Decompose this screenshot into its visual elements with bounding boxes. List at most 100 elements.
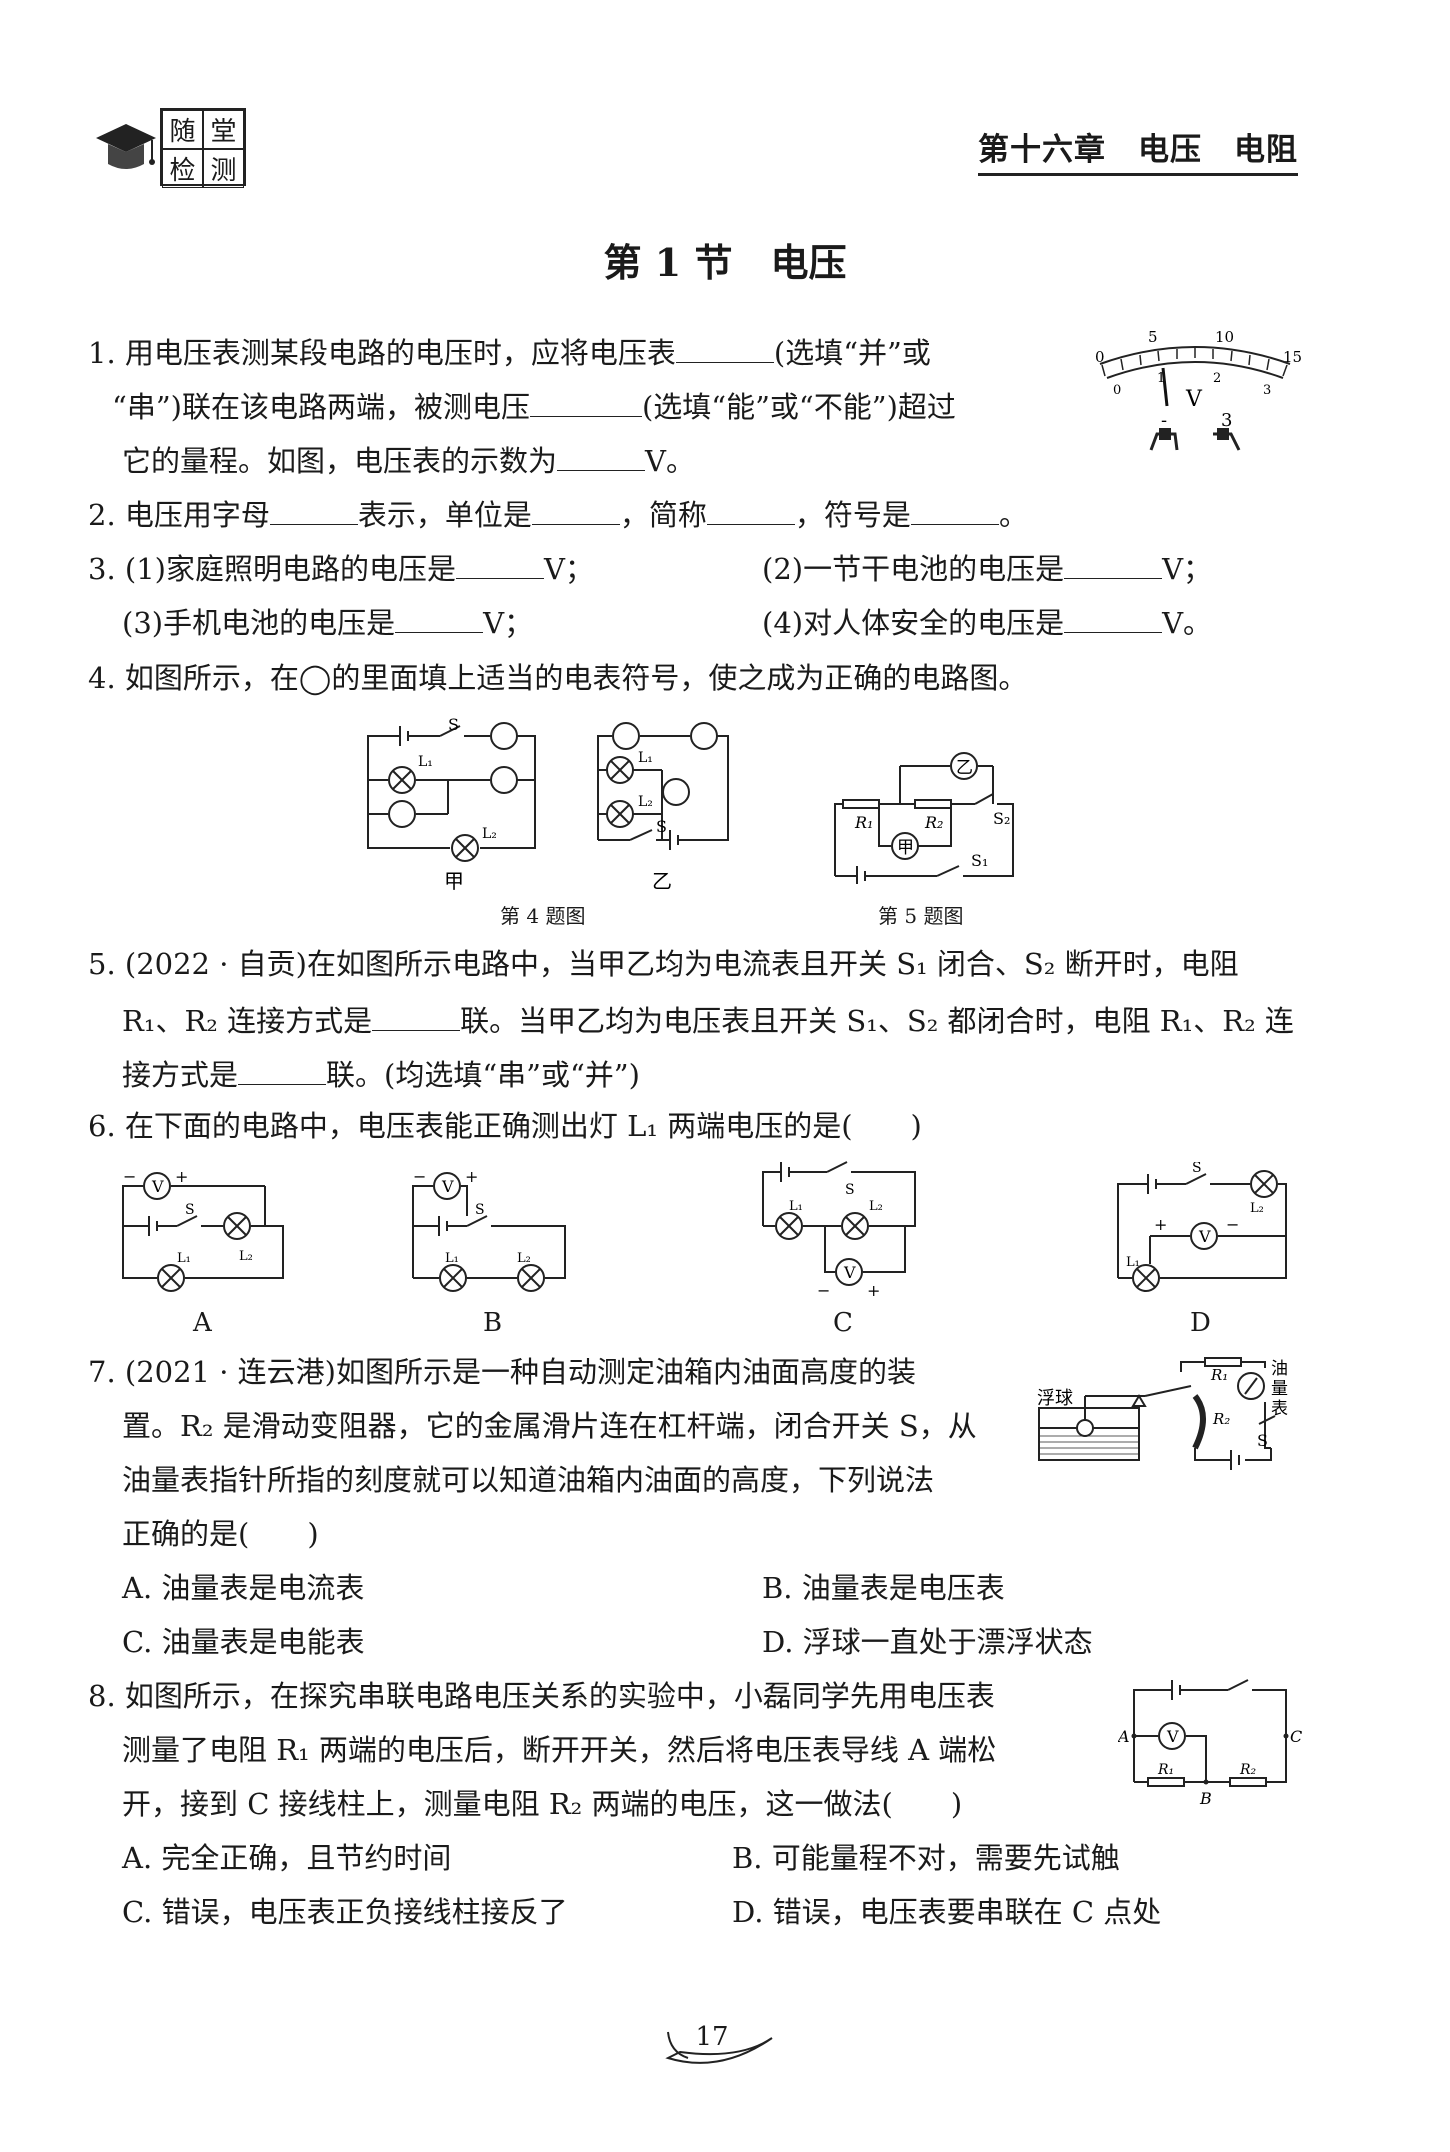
voltmeter-label: V — [1166, 1727, 1179, 1746]
voltmeter-label: V — [1198, 1227, 1211, 1246]
lamp-label: L₁ — [1126, 1255, 1140, 1270]
q2-text: 。 — [998, 498, 1028, 533]
q8-line1: 8. 如图所示，在探究串联电路电压关系的实验中，小磊同学先用电压表 — [88, 1679, 995, 1713]
q1-line2: “串”)联在该电路两端，被测电压(选填“能”或“不能”)超过 — [112, 390, 956, 422]
q8-option-c[interactable]: C. 错误，电压表正负接线柱接反了 — [122, 1895, 568, 1929]
option-label[interactable]: B — [483, 1308, 503, 1338]
q1-text: “串”)联在该电路两端，被测电压 — [112, 390, 530, 425]
terminal-label: + — [175, 1167, 188, 1186]
answer-blank[interactable] — [557, 444, 646, 472]
answer-blank[interactable] — [1064, 552, 1163, 580]
switch-label: S — [475, 1202, 485, 1218]
switch-label: S₂ — [993, 809, 1010, 828]
q5-line1: 5. (2022 · 自贡)在如图所示电路中，当甲乙均为电流表且开关 S₁ 闭合… — [88, 947, 1239, 981]
option-label[interactable]: D — [1190, 1308, 1211, 1338]
q5-line3: 接方式是联。(均选填“串”或“并”) — [122, 1058, 640, 1090]
q1-text: 1. 用电压表测某段电路的电压时，应将电压表 — [88, 336, 676, 371]
voltmeter-label: V — [843, 1263, 856, 1282]
dial-label: 0 — [1095, 348, 1105, 366]
page-number-badge: 17 — [660, 2018, 790, 2068]
q8-option-b[interactable]: B. 可能量程不对，需要先试触 — [732, 1841, 1120, 1875]
figure-label: 甲 — [444, 869, 464, 893]
figure-caption: 第 5 题图 — [878, 904, 964, 928]
terminal-label: + — [465, 1167, 478, 1186]
dial-label: 0 — [1113, 383, 1121, 398]
q3-text: V； — [483, 606, 534, 641]
q2-text: 表示，单位是 — [357, 498, 532, 533]
dial-label: 10 — [1215, 328, 1234, 346]
answer-blank[interactable] — [706, 498, 795, 526]
switch-label: S — [1192, 1162, 1202, 1176]
switch-label: S — [845, 1182, 855, 1198]
terminal-label: − — [123, 1167, 136, 1186]
terminal-label: 3 — [1221, 410, 1232, 431]
column-logo: 随 堂 检 测 — [92, 108, 246, 188]
terminal-label: + — [1154, 1215, 1167, 1234]
q6-circuit-c: V − + S L₁ L₂ — [762, 1161, 916, 1300]
answer-blank[interactable] — [910, 498, 999, 526]
q7-option-d[interactable]: D. 浮球一直处于漂浮状态 — [762, 1625, 1093, 1659]
q7-option-b[interactable]: B. 油量表是电压表 — [762, 1571, 1005, 1605]
q2-text: ，简称 — [619, 498, 707, 533]
q8-option-d[interactable]: D. 错误，电压表要串联在 C 点处 — [732, 1895, 1162, 1929]
switch-label: S — [1257, 1431, 1268, 1450]
q8-line2: 测量了电阻 R₁ 两端的电压后，断开开关，然后将电压表导线 A 端松 — [122, 1733, 997, 1767]
switch-label: S₁ — [971, 851, 988, 870]
q8-option-a[interactable]: A. 完全正确，且节约时间 — [122, 1841, 452, 1875]
answer-blank[interactable] — [238, 1058, 327, 1086]
terminal-label: A — [1118, 1727, 1130, 1746]
resistor-label: R₁ — [854, 813, 873, 832]
voltmeter-label: V — [441, 1177, 454, 1196]
meter-label: 乙 — [956, 758, 973, 778]
q1-text: (选填“并”或 — [773, 336, 931, 371]
lamp-label: L₁ — [418, 754, 433, 770]
terminal-label: − — [413, 1167, 426, 1186]
terminal-label: − — [1226, 1215, 1239, 1234]
page-number: 17 — [695, 2022, 729, 2052]
gauge-label: 量 — [1271, 1379, 1288, 1399]
q7-option-c[interactable]: C. 油量表是电能表 — [122, 1625, 365, 1659]
voltmeter-label: V — [151, 1177, 164, 1196]
answer-blank[interactable] — [675, 336, 774, 364]
answer-blank[interactable] — [269, 498, 358, 526]
switch-label: S — [185, 1202, 195, 1218]
float-label: 浮球 — [1037, 1388, 1073, 1409]
logo-cell: 随 — [162, 110, 203, 149]
switch-label: S — [448, 716, 459, 734]
q7-option-a[interactable]: A. 油量表是电流表 — [122, 1571, 365, 1605]
logo-cell: 堂 — [203, 110, 244, 149]
q6-circuit-a: V − + S L₁ L₂ — [122, 1167, 284, 1292]
graduation-cap-icon — [96, 124, 156, 169]
answer-blank[interactable] — [372, 1004, 461, 1032]
dial-label: 1 — [1157, 371, 1165, 386]
answer-blank[interactable] — [395, 606, 484, 634]
q5-line2: R₁、R₂ 连接方式是联。当甲乙均为电压表且开关 S₁、S₂ 都闭合时，电阻 R… — [122, 1004, 1294, 1036]
answer-blank[interactable] — [455, 552, 544, 580]
switch-label: S — [656, 817, 667, 836]
answer-blank[interactable] — [529, 390, 642, 418]
q5-circuit: 乙 甲 R₁ R₂ S₂ S₁ — [834, 752, 1014, 884]
dial-label: 2 — [1213, 371, 1221, 386]
lamp-label: L₁ — [177, 1251, 191, 1266]
option-label[interactable]: C — [833, 1308, 853, 1338]
terminal-label: + — [867, 1281, 880, 1300]
q8-line3: 开，接到 C 接线柱上，测量电阻 R₂ 两端的电压，这一做法( ) — [122, 1787, 963, 1821]
q3-text: (2)一节干电池的电压是 — [762, 552, 1065, 587]
q7-oil-gauge-figure: 浮球 R₁ R₂ 油 量 表 S — [1037, 1357, 1288, 1470]
meter-label: 甲 — [897, 838, 914, 858]
dial-label: 3 — [1263, 383, 1271, 398]
q2-text: ，符号是 — [794, 498, 911, 533]
logo-cell: 测 — [203, 149, 244, 188]
answer-blank[interactable] — [531, 498, 620, 526]
option-label[interactable]: A — [193, 1308, 212, 1338]
q4-circuit-jia: S L₁ L₂ 甲 — [367, 716, 536, 893]
resistor-label: R₁ — [1157, 1762, 1174, 1778]
q2-text: 2. 电压用字母 — [88, 498, 270, 533]
lamp-label: L₂ — [869, 1199, 883, 1214]
logo-cell: 检 — [162, 149, 203, 188]
answer-blank[interactable] — [1064, 606, 1163, 634]
q5-text: 联。(均选填“串”或“并”) — [326, 1058, 640, 1093]
